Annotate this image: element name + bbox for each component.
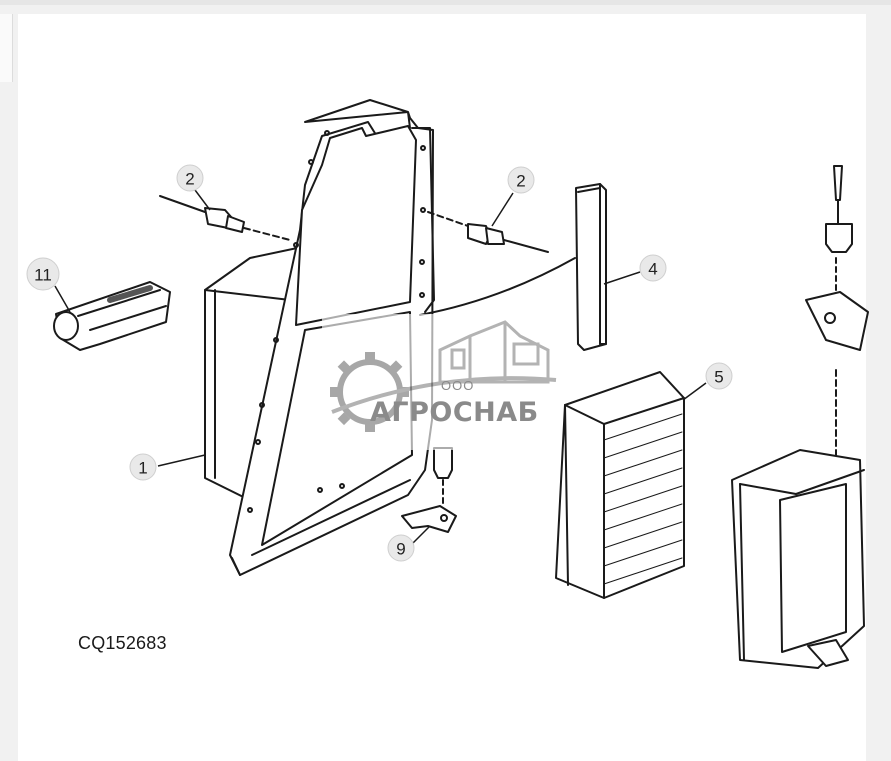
callout-2-right: 2 [507,166,535,194]
part-11-clip [53,281,171,351]
callout-9: 9 [387,534,415,562]
svg-text:2: 2 [185,170,194,189]
svg-text:9: 9 [396,540,405,559]
callout-leaders [54,189,707,544]
svg-text:11: 11 [34,266,52,285]
svg-text:4: 4 [648,260,657,279]
callout-4: 4 [639,254,667,282]
watermark-logo [322,314,557,450]
callout-1: 1 [129,453,157,481]
drawing-code: CQ152683 [78,633,167,653]
callout-11: 11 [26,257,60,291]
part-2-pin-left [159,195,291,241]
callout-2-left: 2 [176,164,204,192]
part-4-seal-strip [419,183,607,351]
svg-text:5: 5 [714,368,723,387]
callout-5: 5 [705,362,733,390]
svg-text:1: 1 [138,459,147,478]
watermark-prefix: ООО [441,378,475,393]
svg-text:2: 2 [516,172,525,191]
part-5-filter [555,371,685,599]
plate-holes [247,130,345,513]
part-2-pin-right [427,211,549,253]
top-strip [0,0,891,5]
left-panel-edge [0,14,13,82]
watermark-company-name: АГРОСНАБ [370,397,539,428]
right-assembly [731,165,869,669]
